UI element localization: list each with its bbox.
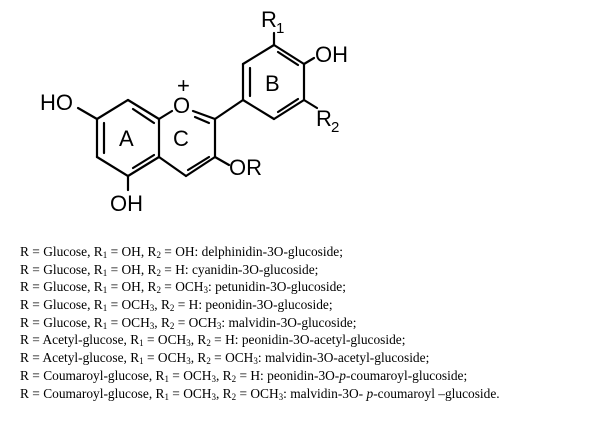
legend-line: R = Acetyl-glucose, R1 = OCH3, R2 = H: p…	[20, 332, 406, 349]
legend-r1-value: OCH3	[183, 385, 216, 402]
legend-compound-name: peonidin-3O-glucoside;	[205, 297, 333, 313]
legend-line: R = Acetyl-glucose, R1 = OCH3, R2 = OCH3…	[20, 350, 430, 367]
legend-compound-name: malvidin-3O-acetyl-glucoside;	[264, 350, 430, 366]
legend-r-value: Glucose	[43, 244, 88, 259]
legend-r2-value: H	[250, 367, 261, 383]
legend-compound-name: malvidin-3O-glucoside;	[228, 314, 357, 330]
legend-r-value: Glucose	[43, 297, 88, 313]
legend-r1-value: OH	[121, 279, 141, 295]
legend-r1-value: OCH3	[157, 350, 191, 367]
r2-subscript: 2	[331, 119, 339, 136]
legend-r-value: Coumaroyl-glucose	[43, 367, 149, 383]
ring-b-bonds	[213, 43, 306, 121]
substituent-legend: R = Glucose, R1 = OH, R2 = OH: delphinid…	[20, 243, 595, 402]
legend-compound-name: peonidin-3O-acetyl-glucoside;	[241, 332, 406, 348]
ring-b-letter: B	[265, 71, 280, 96]
r2-label: R	[316, 106, 332, 131]
legend-compound-name: peonidin-3O-p-coumaroyl-glucoside;	[267, 367, 468, 383]
legend-r1-value: OCH3	[121, 297, 155, 314]
legend-compound-name: cyanidin-3O-glucoside;	[191, 261, 319, 277]
ring-c-bonds	[157, 109, 217, 178]
or-group-label: OR	[229, 155, 262, 180]
legend-line: R = Coumaroyl-glucose, R1 = OCH3, R2 = H…	[20, 367, 468, 384]
legend-r2-value: OCH3	[250, 385, 284, 402]
legend-line: R = Glucose, R1 = OCH3, R2 = OCH3: malvi…	[20, 314, 357, 331]
ho-left-label: HO	[40, 90, 73, 115]
ring-c-letter: C	[173, 126, 189, 151]
legend-line: R = Glucose, R1 = OH, R2 = H: cyanidin-3…	[20, 261, 319, 278]
legend-r2-value: H	[225, 332, 235, 348]
legend-r1-value: OCH3	[183, 367, 216, 384]
oh-bottom-label: OH	[110, 191, 143, 216]
ring-oxygen-label: O	[173, 93, 190, 118]
positive-charge-label: +	[177, 73, 190, 98]
legend-r1-value: OCH3	[157, 332, 191, 349]
ring-a-bonds	[95, 98, 161, 178]
legend-line: R = Coumaroyl-glucose, R1 = OCH3, R2 = O…	[20, 385, 500, 402]
legend-r-value: Acetyl-glucose	[42, 332, 124, 348]
legend-r2-value: H	[188, 297, 199, 313]
legend-compound-name: malvidin-3O- p-coumaroyl –glucoside.	[290, 385, 500, 401]
ring-a-letter: A	[119, 126, 134, 151]
legend-line: R = Glucose, R1 = OH, R2 = OCH3: petunid…	[20, 279, 346, 296]
substituent-bonds	[76, 31, 319, 192]
legend-r-value: Acetyl-glucose	[42, 350, 124, 366]
legend-r2-value: OH	[175, 244, 195, 259]
legend-r-value: Glucose	[43, 314, 88, 330]
oh-top-label: OH	[315, 42, 348, 67]
legend-r2-value: OCH3	[188, 314, 222, 331]
legend-r-value: Glucose	[43, 279, 88, 295]
legend-compound-name: petunidin-3O-glucoside;	[215, 279, 346, 295]
legend-line: R = Glucose, R1 = OCH3, R2 = H: peonidin…	[20, 297, 333, 314]
legend-r2-value: OCH3	[175, 279, 208, 296]
legend-compound-name: delphinidin-3O-glucoside;	[201, 244, 343, 259]
legend-r-value: Coumaroyl-glucose	[43, 385, 149, 401]
legend-line: R = Glucose, R1 = OH, R2 = OH: delphinid…	[20, 244, 343, 260]
legend-r1-value: OH	[121, 261, 141, 277]
legend-r2-value: OCH3	[225, 350, 258, 367]
r1-label: R	[261, 7, 277, 32]
legend-r1-value: OH	[121, 244, 141, 259]
legend-r-value: Glucose	[43, 261, 88, 277]
legend-r1-value: OCH3	[121, 314, 155, 331]
legend-r2-value: H	[175, 261, 185, 277]
r1-subscript: 1	[276, 20, 284, 37]
